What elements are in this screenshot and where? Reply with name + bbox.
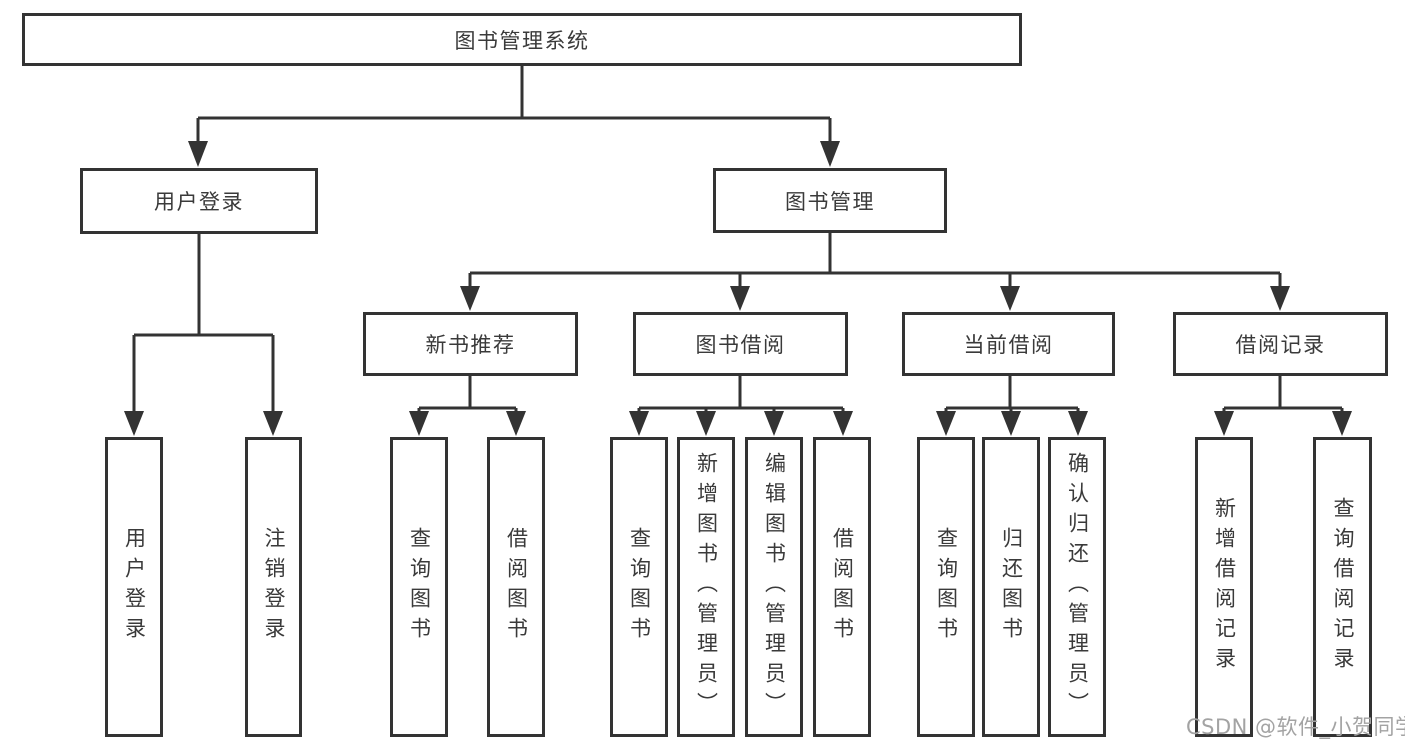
leaf-query-borrow-record: 查询借阅记录 — [1313, 437, 1372, 737]
leaf-confirm-return-admin: 确认归还（管理员） — [1048, 437, 1106, 737]
leaf-query-borrow-record-label: 查询借阅记录 — [1331, 497, 1355, 677]
leaf-borrow-books-1: 借阅图书 — [487, 437, 545, 737]
node-new-book-recommend: 新书推荐 — [363, 312, 578, 376]
node-user-login-label: 用户登录 — [154, 190, 244, 214]
leaf-edit-books-admin-label: 编辑图书（管理员） — [762, 452, 787, 722]
node-book-management-label: 图书管理 — [785, 189, 875, 214]
leaf-query-books-1-label: 查询图书 — [407, 527, 432, 647]
node-book-borrowing-label: 图书借阅 — [695, 333, 786, 357]
node-current-borrowing: 当前借阅 — [902, 312, 1115, 376]
node-current-borrowing-label: 当前借阅 — [963, 333, 1054, 357]
leaf-query-books-2: 查询图书 — [610, 437, 668, 737]
leaf-borrow-books-2: 借阅图书 — [813, 437, 871, 737]
leaf-logout-label: 注销登录 — [262, 527, 286, 647]
leaf-query-books-3: 查询图书 — [917, 437, 975, 737]
leaf-confirm-return-admin-label: 确认归还（管理员） — [1065, 452, 1090, 722]
node-book-management: 图书管理 — [713, 168, 947, 233]
node-borrowing-records: 借阅记录 — [1173, 312, 1388, 376]
leaf-add-borrow-record-label: 新增借阅记录 — [1212, 497, 1237, 677]
leaf-logout: 注销登录 — [245, 437, 302, 737]
node-new-book-recommend-label: 新书推荐 — [425, 333, 516, 357]
leaf-user-login: 用户登录 — [105, 437, 163, 737]
arrowheads — [124, 141, 1352, 436]
node-library-system: 图书管理系统 — [22, 13, 1022, 66]
leaf-user-login-label: 用户登录 — [122, 527, 147, 647]
leaf-query-books-3-label: 查询图书 — [934, 527, 959, 647]
node-library-system-label: 图书管理系统 — [454, 28, 590, 53]
leaf-add-books-admin-label: 新增图书（管理员） — [694, 452, 719, 722]
leaf-return-books-label: 归还图书 — [999, 527, 1024, 647]
leaf-add-books-admin: 新增图书（管理员） — [677, 437, 735, 737]
leaf-return-books: 归还图书 — [982, 437, 1040, 737]
leaf-edit-books-admin: 编辑图书（管理员） — [745, 437, 803, 737]
node-user-login: 用户登录 — [80, 168, 318, 234]
watermark: CSDN @软件_小贺同学 — [1186, 715, 1405, 739]
leaf-add-borrow-record: 新增借阅记录 — [1195, 437, 1253, 737]
leaf-borrow-books-2-label: 借阅图书 — [830, 527, 855, 647]
leaf-query-books-1: 查询图书 — [390, 437, 448, 737]
node-book-borrowing: 图书借阅 — [633, 312, 848, 376]
leaf-query-books-2-label: 查询图书 — [627, 527, 652, 647]
node-borrowing-records-label: 借阅记录 — [1235, 333, 1326, 357]
leaf-borrow-books-1-label: 借阅图书 — [504, 527, 529, 647]
